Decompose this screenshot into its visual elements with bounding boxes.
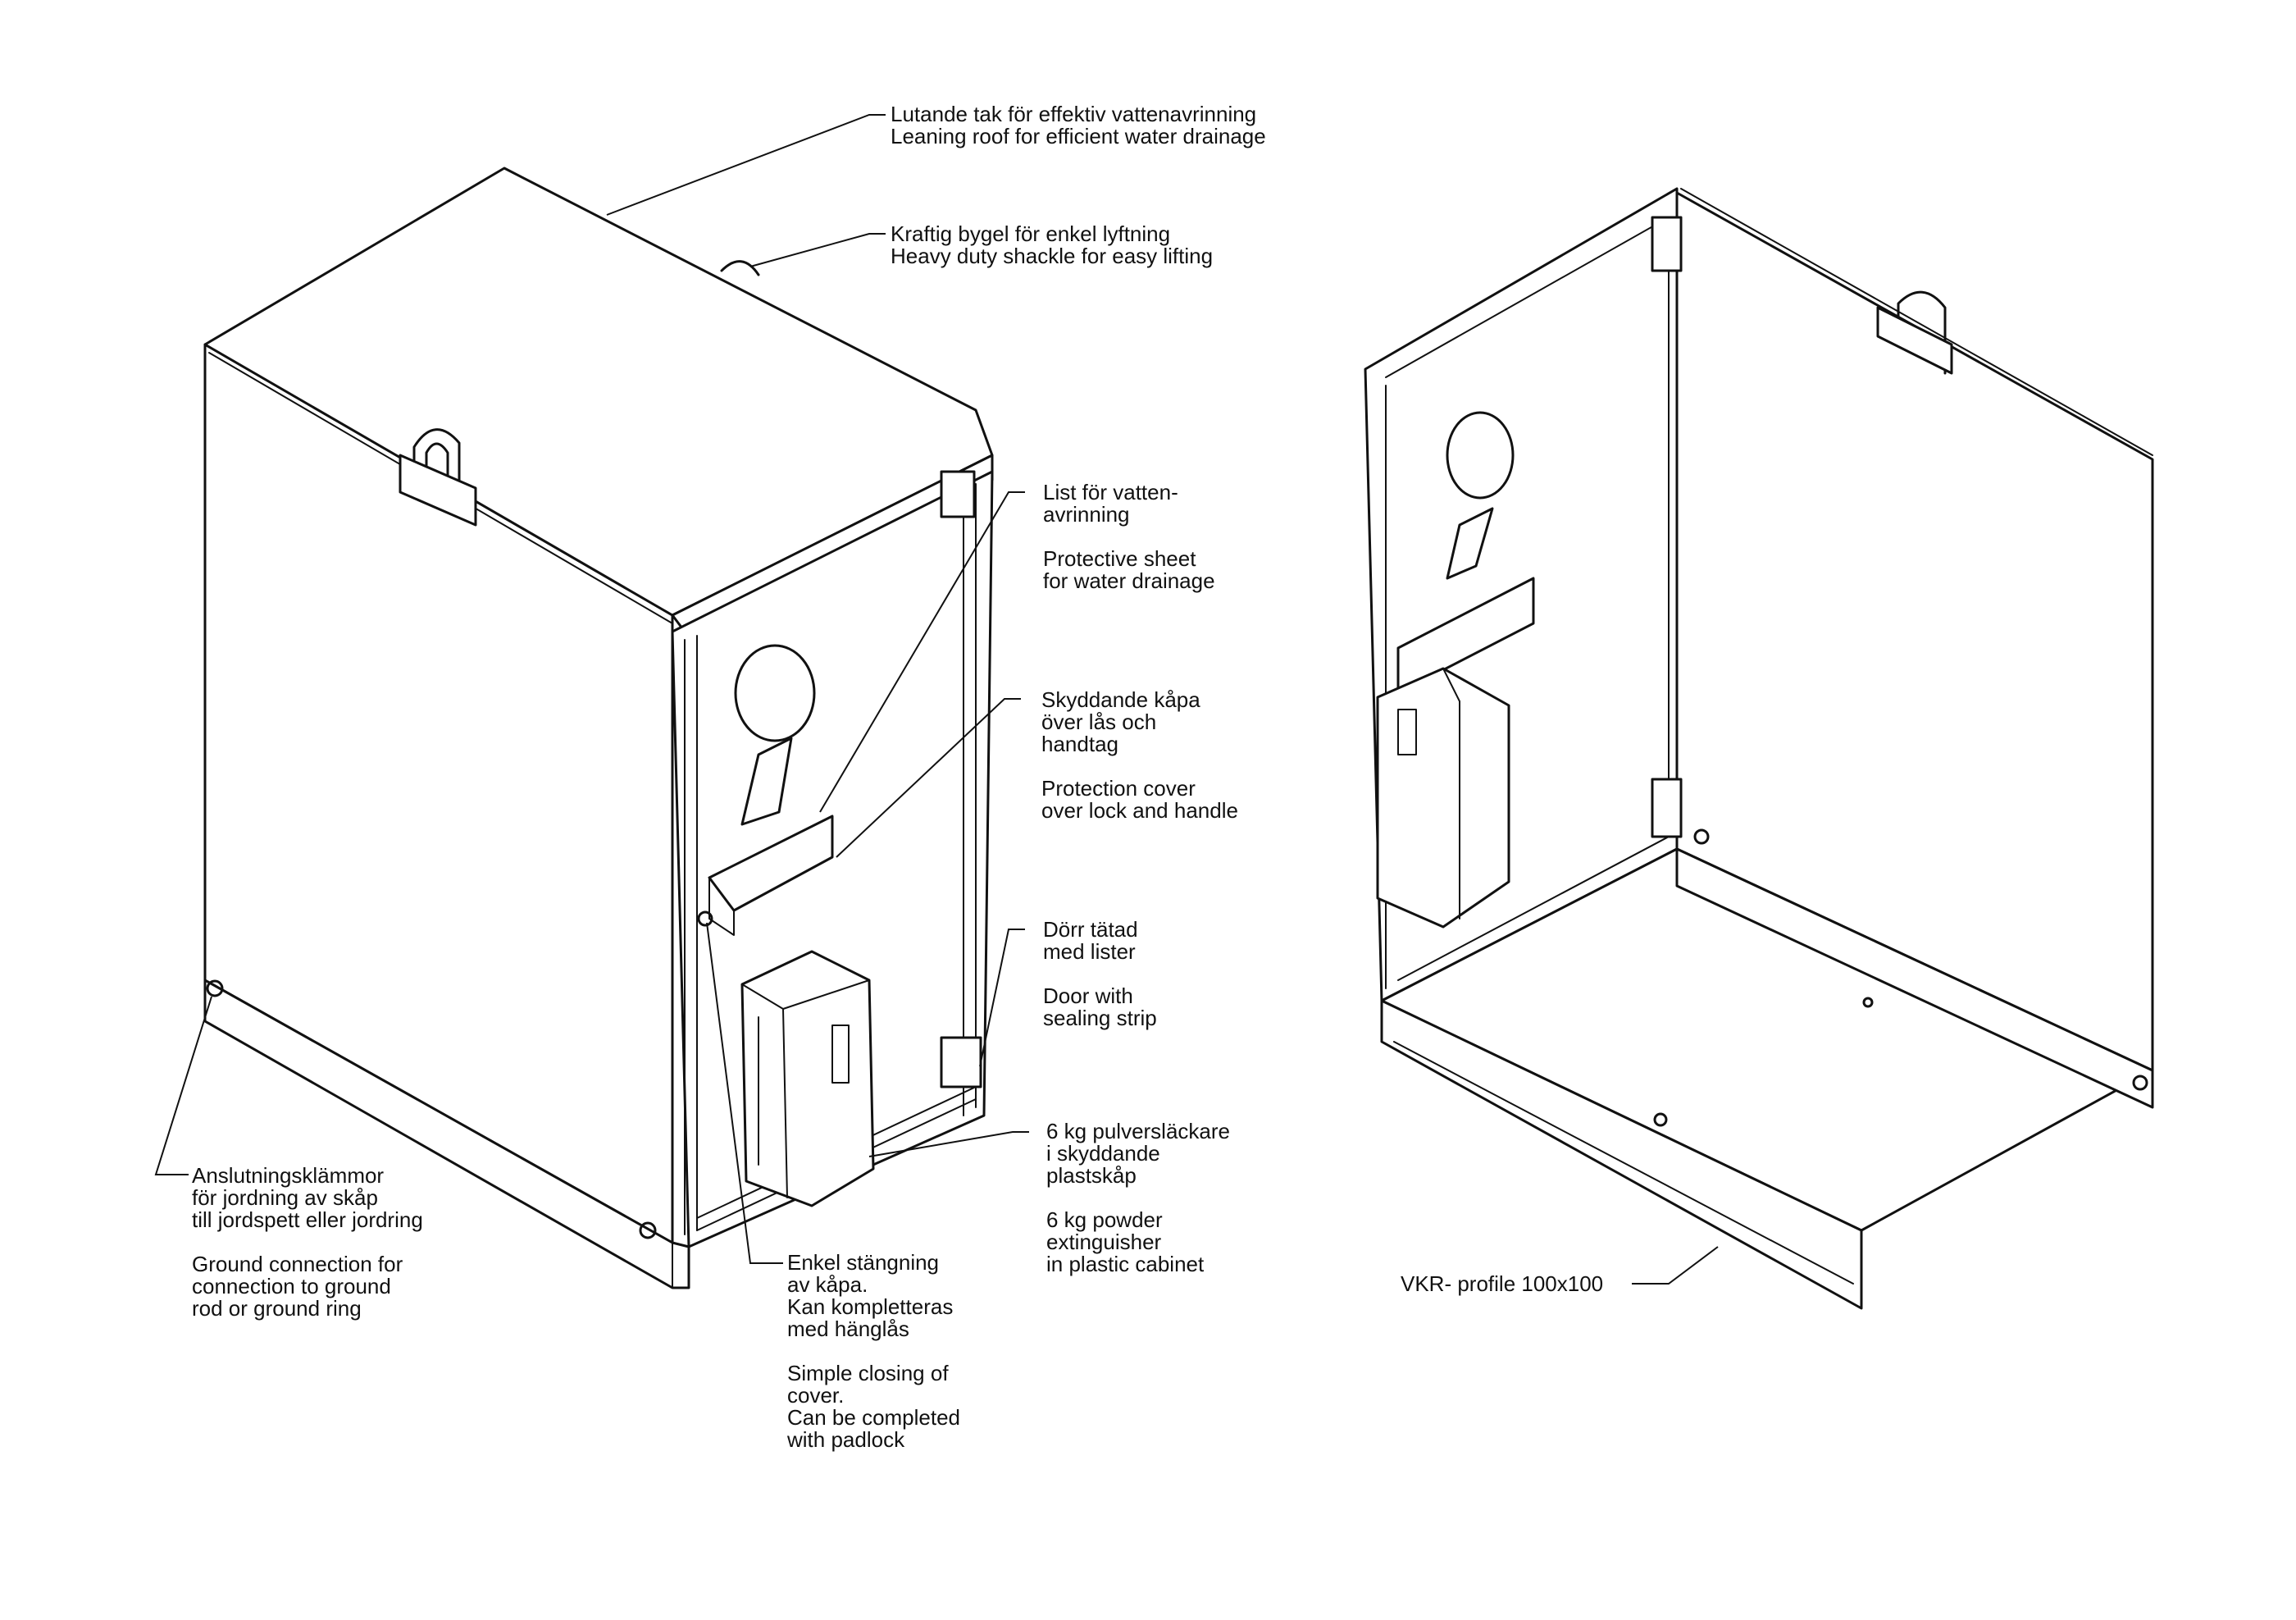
closing-callout-sv-1: Enkel stängning (787, 1250, 940, 1275)
shackle-callout-en: Heavy duty shackle for easy lifting (891, 244, 1214, 268)
extinguisher-callout-sv-1: 6 kg pulversläckare (1046, 1119, 1230, 1143)
closing-callout-en-1: Simple closing of (787, 1361, 949, 1385)
open-bottom-hinge (1651, 778, 1683, 838)
open-extinguisher-cabinet (1376, 667, 1510, 929)
ground-callout-en-1: Ground connection for (192, 1252, 403, 1276)
leader-lines (154, 114, 1719, 1285)
open-drainage-sheet (1396, 577, 1535, 695)
roof-callout: Lutande tak för effektiv vattenavrinning… (891, 103, 1266, 148)
padlock-loop (697, 910, 713, 927)
ground-callout-sv-3: till jordspett eller jordring (192, 1207, 423, 1232)
lifting-shackle (399, 428, 477, 527)
closing-callout: Enkel stängning av kåpa. Kan komplettera… (787, 1252, 960, 1451)
open-label-plate (1446, 507, 1494, 580)
cover-callout-en-1: Protection cover (1041, 776, 1196, 801)
ground-callout-en-3: rod or ground ring (192, 1296, 362, 1321)
extinguisher-callout-en-1: 6 kg powder (1046, 1207, 1163, 1232)
closing-callout-sv-3: Kan kompletteras (787, 1294, 954, 1319)
extinguisher-callout-sv-2: i skyddande (1046, 1141, 1160, 1166)
open-lifting-shackle (1876, 290, 1953, 375)
closing-callout-sv-2: av kåpa. (787, 1272, 868, 1297)
door-callout-en-1: Door with (1043, 983, 1133, 1008)
floor-drain (1653, 1112, 1668, 1127)
ground-clamp-left (206, 979, 224, 997)
ground-callout-en-2: connection to ground (192, 1274, 391, 1298)
closing-callout-sv-4: med hänglås (787, 1317, 909, 1341)
cabinet-roof (203, 167, 994, 617)
extinguisher-callout: 6 kg pulversläckare i skyddande plastskå… (1046, 1120, 1230, 1275)
closed-cabinet (203, 167, 994, 1289)
drainage-sheet (708, 815, 834, 912)
cover-callout-sv-3: handtag (1041, 732, 1118, 756)
cover-callout-sv-2: över lås och (1041, 710, 1157, 734)
ground-callout-sv-1: Anslutningsklämmor (192, 1163, 385, 1188)
open-top-hinge (1651, 216, 1683, 272)
open-ground-clamp-right (2132, 1075, 2148, 1091)
door-callout-en-2: sealing strip (1043, 1006, 1157, 1030)
open-cable-hole (1446, 411, 1515, 500)
vkr-callout: VKR- profile 100x100 (1401, 1271, 1604, 1296)
closing-callout-en-3: Can be completed (787, 1405, 961, 1430)
ground-callout-sv-2: för jordning av skåp (192, 1185, 378, 1210)
extinguisher-callout-en-2: extinguisher (1046, 1230, 1162, 1254)
open-cabinet (1364, 187, 2154, 1310)
top-hinge (940, 470, 976, 518)
roof-callout-sv: Lutande tak för effektiv vattenavrinning (891, 102, 1257, 126)
drainage-callout-en-1: Protective sheet (1043, 546, 1196, 571)
roof-shackle (720, 260, 760, 276)
roof-callout-en: Leaning roof for efficient water drainag… (891, 124, 1266, 148)
vkr-profile (1380, 999, 1863, 1310)
extinguisher-callout-en-3: in plastic cabinet (1046, 1252, 1205, 1276)
ground-callout: Anslutningsklämmor för jordning av skåp … (192, 1165, 423, 1320)
shackle-callout: Kraftig bygel för enkel lyftning Heavy d… (891, 223, 1213, 267)
drainage-callout-sv-1: List för vatten- (1043, 480, 1178, 504)
closing-callout-en-4: with padlock (787, 1427, 905, 1452)
door-callout-sv-2: med lister (1043, 939, 1136, 964)
cover-callout-sv-1: Skyddande kåpa (1041, 687, 1200, 712)
door-callout-sv-1: Dörr tätad (1043, 917, 1138, 942)
drainage-callout: List för vatten- avrinning Protective sh… (1043, 481, 1215, 592)
cable-hole (734, 644, 816, 742)
door-callout: Dörr tätad med lister Door with sealing … (1043, 919, 1157, 1029)
ground-clamp-right (639, 1221, 657, 1239)
bottom-hinge (940, 1036, 982, 1088)
cover-callout-en-2: over lock and handle (1041, 798, 1238, 823)
extinguisher-callout-sv-3: plastskåp (1046, 1163, 1137, 1188)
label-plate (740, 737, 793, 826)
extinguisher-cabinet (740, 950, 875, 1207)
shackle-callout-sv: Kraftig bygel för enkel lyftning (891, 221, 1171, 246)
drainage-callout-sv-2: avrinning (1043, 502, 1130, 527)
cover-callout: Skyddande kåpa över lås och handtag Prot… (1041, 689, 1238, 822)
closing-callout-en-2: cover. (787, 1383, 845, 1408)
open-ground-clamp-top (1693, 828, 1710, 845)
drainage-callout-en-2: for water drainage (1043, 568, 1215, 593)
